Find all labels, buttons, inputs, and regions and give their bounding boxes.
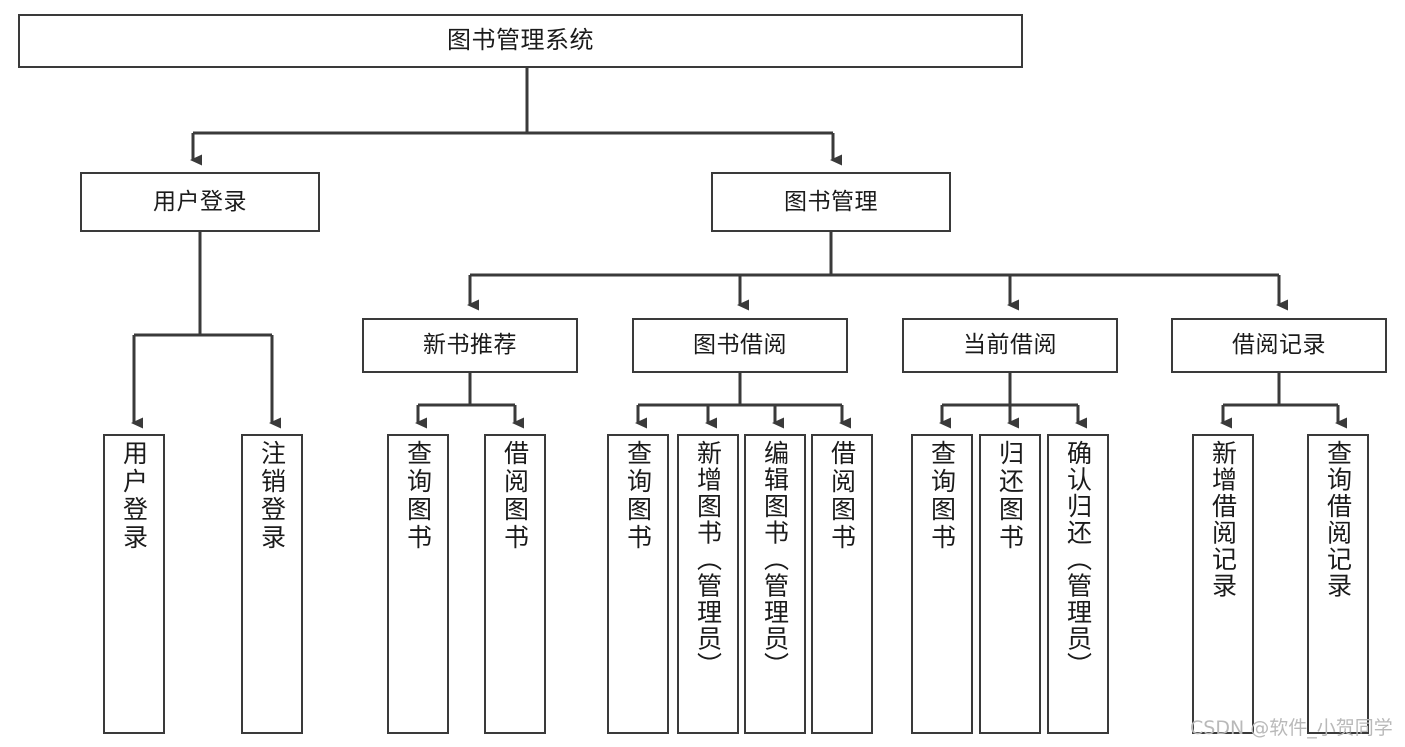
leaf-borrow-book-label: 借阅图书 bbox=[827, 440, 857, 552]
node-borrow-record[interactable]: 借阅记录 bbox=[1171, 318, 1387, 373]
leaf-query-book-borrow[interactable]: 查询图书 bbox=[607, 434, 669, 734]
leaf-add-record[interactable]: 新增借阅记录 bbox=[1192, 434, 1254, 734]
leaf-query-book-cur-label: 查询图书 bbox=[927, 440, 957, 552]
node-root-label: 图书管理系统 bbox=[447, 26, 594, 55]
leaf-query-book-rec-label: 查询图书 bbox=[403, 440, 433, 552]
leaf-query-book-rec[interactable]: 查询图书 bbox=[387, 434, 449, 734]
leaf-query-book-cur[interactable]: 查询图书 bbox=[911, 434, 973, 734]
leaf-user-login[interactable]: 用户登录 bbox=[103, 434, 165, 734]
leaf-add-book[interactable]: 新增图书（管理员） bbox=[677, 434, 739, 734]
leaf-query-record-label: 查询借阅记录 bbox=[1323, 440, 1353, 599]
leaf-query-record[interactable]: 查询借阅记录 bbox=[1307, 434, 1369, 734]
node-user-login-label: 用户登录 bbox=[153, 188, 247, 215]
node-book-borrow[interactable]: 图书借阅 bbox=[632, 318, 848, 373]
leaf-return-book-label: 归还图书 bbox=[995, 440, 1025, 552]
leaf-logout[interactable]: 注销登录 bbox=[241, 434, 303, 734]
node-current-borrow-label: 当前借阅 bbox=[963, 332, 1057, 359]
leaf-query-book-borrow-label: 查询图书 bbox=[623, 440, 653, 552]
node-book-mgmt-label: 图书管理 bbox=[784, 188, 878, 215]
leaf-confirm-return[interactable]: 确认归还（管理员） bbox=[1047, 434, 1109, 734]
node-borrow-record-label: 借阅记录 bbox=[1232, 332, 1326, 359]
leaf-edit-book-label: 编辑图书（管理员） bbox=[760, 440, 790, 679]
leaf-add-record-label: 新增借阅记录 bbox=[1208, 440, 1238, 599]
leaf-add-book-label: 新增图书（管理员） bbox=[693, 440, 723, 679]
node-book-mgmt[interactable]: 图书管理 bbox=[711, 172, 951, 232]
leaf-confirm-return-label: 确认归还（管理员） bbox=[1063, 440, 1093, 679]
leaf-borrow-book-rec-label: 借阅图书 bbox=[500, 440, 530, 552]
leaf-return-book[interactable]: 归还图书 bbox=[979, 434, 1041, 734]
node-new-book-rec-label: 新书推荐 bbox=[423, 332, 517, 359]
node-new-book-rec[interactable]: 新书推荐 bbox=[362, 318, 578, 373]
node-user-login[interactable]: 用户登录 bbox=[80, 172, 320, 232]
leaf-user-login-label: 用户登录 bbox=[119, 440, 149, 552]
leaf-edit-book[interactable]: 编辑图书（管理员） bbox=[744, 434, 806, 734]
leaf-logout-label: 注销登录 bbox=[257, 440, 287, 552]
node-root[interactable]: 图书管理系统 bbox=[18, 14, 1023, 68]
node-current-borrow[interactable]: 当前借阅 bbox=[902, 318, 1118, 373]
leaf-borrow-book[interactable]: 借阅图书 bbox=[811, 434, 873, 734]
node-book-borrow-label: 图书借阅 bbox=[693, 332, 787, 359]
leaf-borrow-book-rec[interactable]: 借阅图书 bbox=[484, 434, 546, 734]
watermark: CSDN @软件_小贺同学 bbox=[1190, 717, 1393, 739]
